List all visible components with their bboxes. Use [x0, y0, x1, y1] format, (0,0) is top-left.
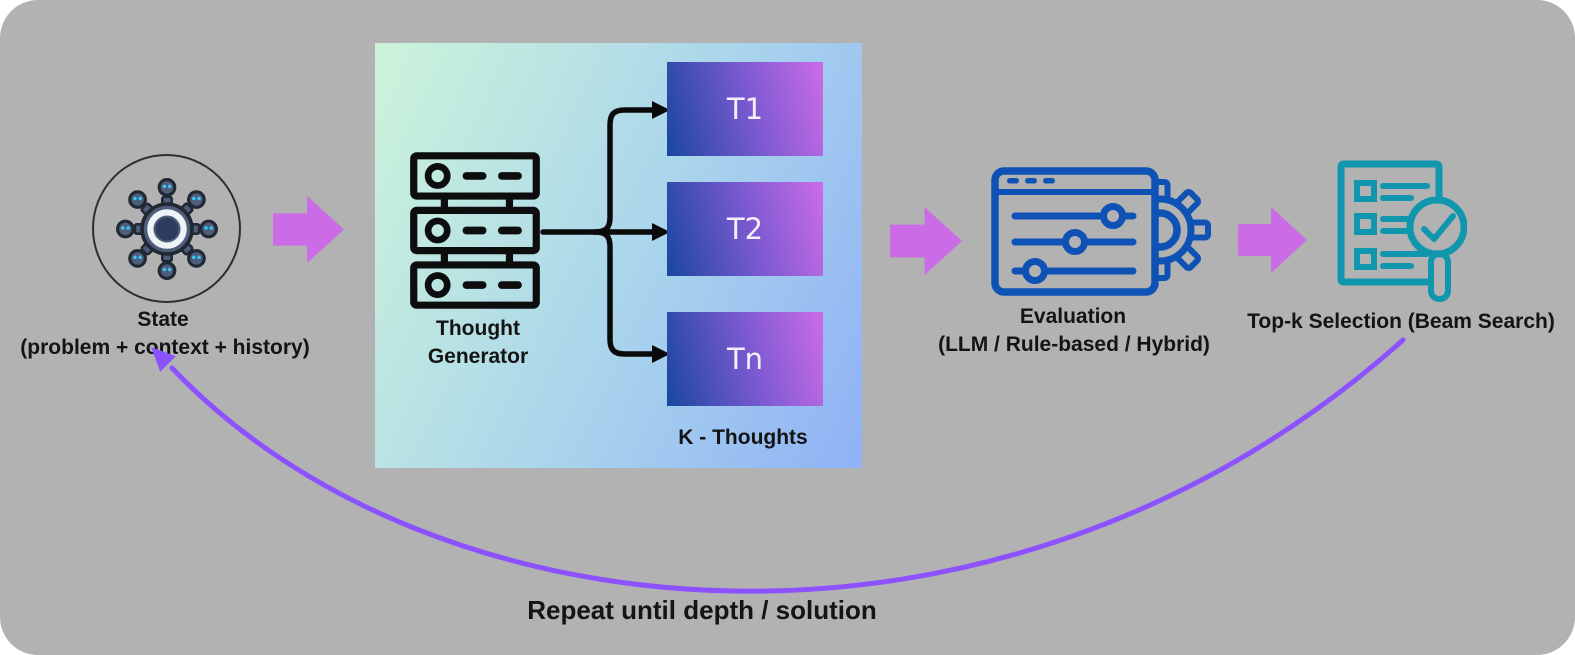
generator-label-line2: Generator: [427, 345, 529, 368]
thought-box-t1: T1: [667, 62, 823, 156]
loop-caption: Repeat until depth / solution: [527, 595, 877, 625]
state-node: [92, 154, 241, 303]
generator-label-line1: Thought: [436, 317, 520, 340]
thought-box-tn-label: Tn: [726, 342, 764, 376]
thought-box-tn: Tn: [667, 312, 823, 406]
thought-box-t2-label: T2: [726, 212, 764, 246]
sliders-gear-icon: [983, 162, 1233, 302]
branch-connector: [540, 93, 675, 378]
topk-title: Top-k Selection (Beam Search): [1247, 310, 1555, 333]
network-hub-icon: [115, 177, 219, 281]
state-title: State: [137, 308, 189, 331]
evaluation-subtitle: (LLM / Rule-based / Hybrid): [938, 333, 1210, 356]
evaluation-title: Evaluation: [1019, 305, 1127, 328]
server-stack-icon: [408, 152, 542, 309]
k-thoughts-caption: K - Thoughts: [678, 426, 808, 449]
checklist-search-icon: [1335, 158, 1467, 303]
thought-box-t1-label: T1: [726, 92, 764, 126]
state-subtitle: (problem + context + history): [20, 336, 310, 359]
thought-box-t2: T2: [667, 182, 823, 276]
